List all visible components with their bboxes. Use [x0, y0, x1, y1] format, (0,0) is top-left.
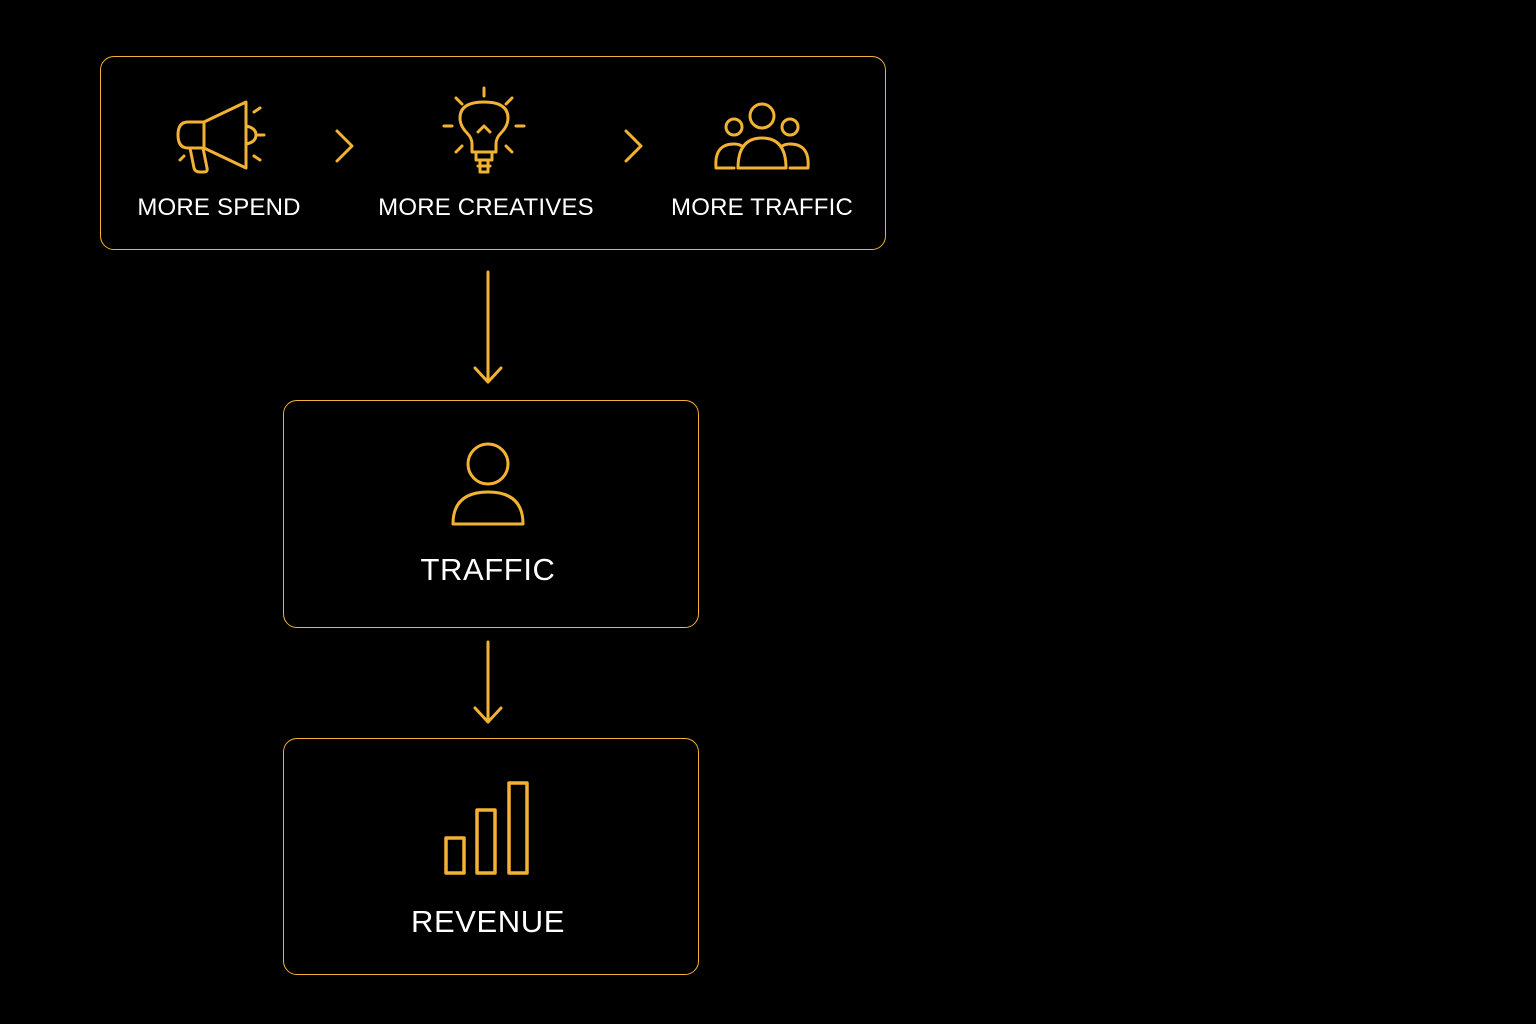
traffic-label: TRAFFIC — [420, 552, 556, 587]
revenue-label: REVENUE — [410, 904, 566, 939]
user-icon — [449, 442, 527, 528]
arrow-down-icon — [472, 640, 504, 731]
chevron-right-icon — [334, 128, 356, 169]
users-group-icon — [712, 100, 812, 172]
arrow-down-icon — [472, 270, 504, 391]
traffic-box — [283, 400, 699, 628]
step-label-more-spend: MORE SPEND — [137, 194, 301, 221]
step-label-more-creatives: MORE CREATIVES — [378, 194, 594, 221]
step-label-more-traffic: MORE TRAFFIC — [671, 194, 853, 221]
bar-chart-icon — [443, 780, 533, 876]
top-steps-container — [100, 56, 886, 250]
megaphone-icon — [174, 98, 266, 174]
lightbulb-icon — [442, 86, 526, 176]
revenue-box — [283, 738, 699, 975]
chevron-right-icon — [623, 128, 645, 169]
